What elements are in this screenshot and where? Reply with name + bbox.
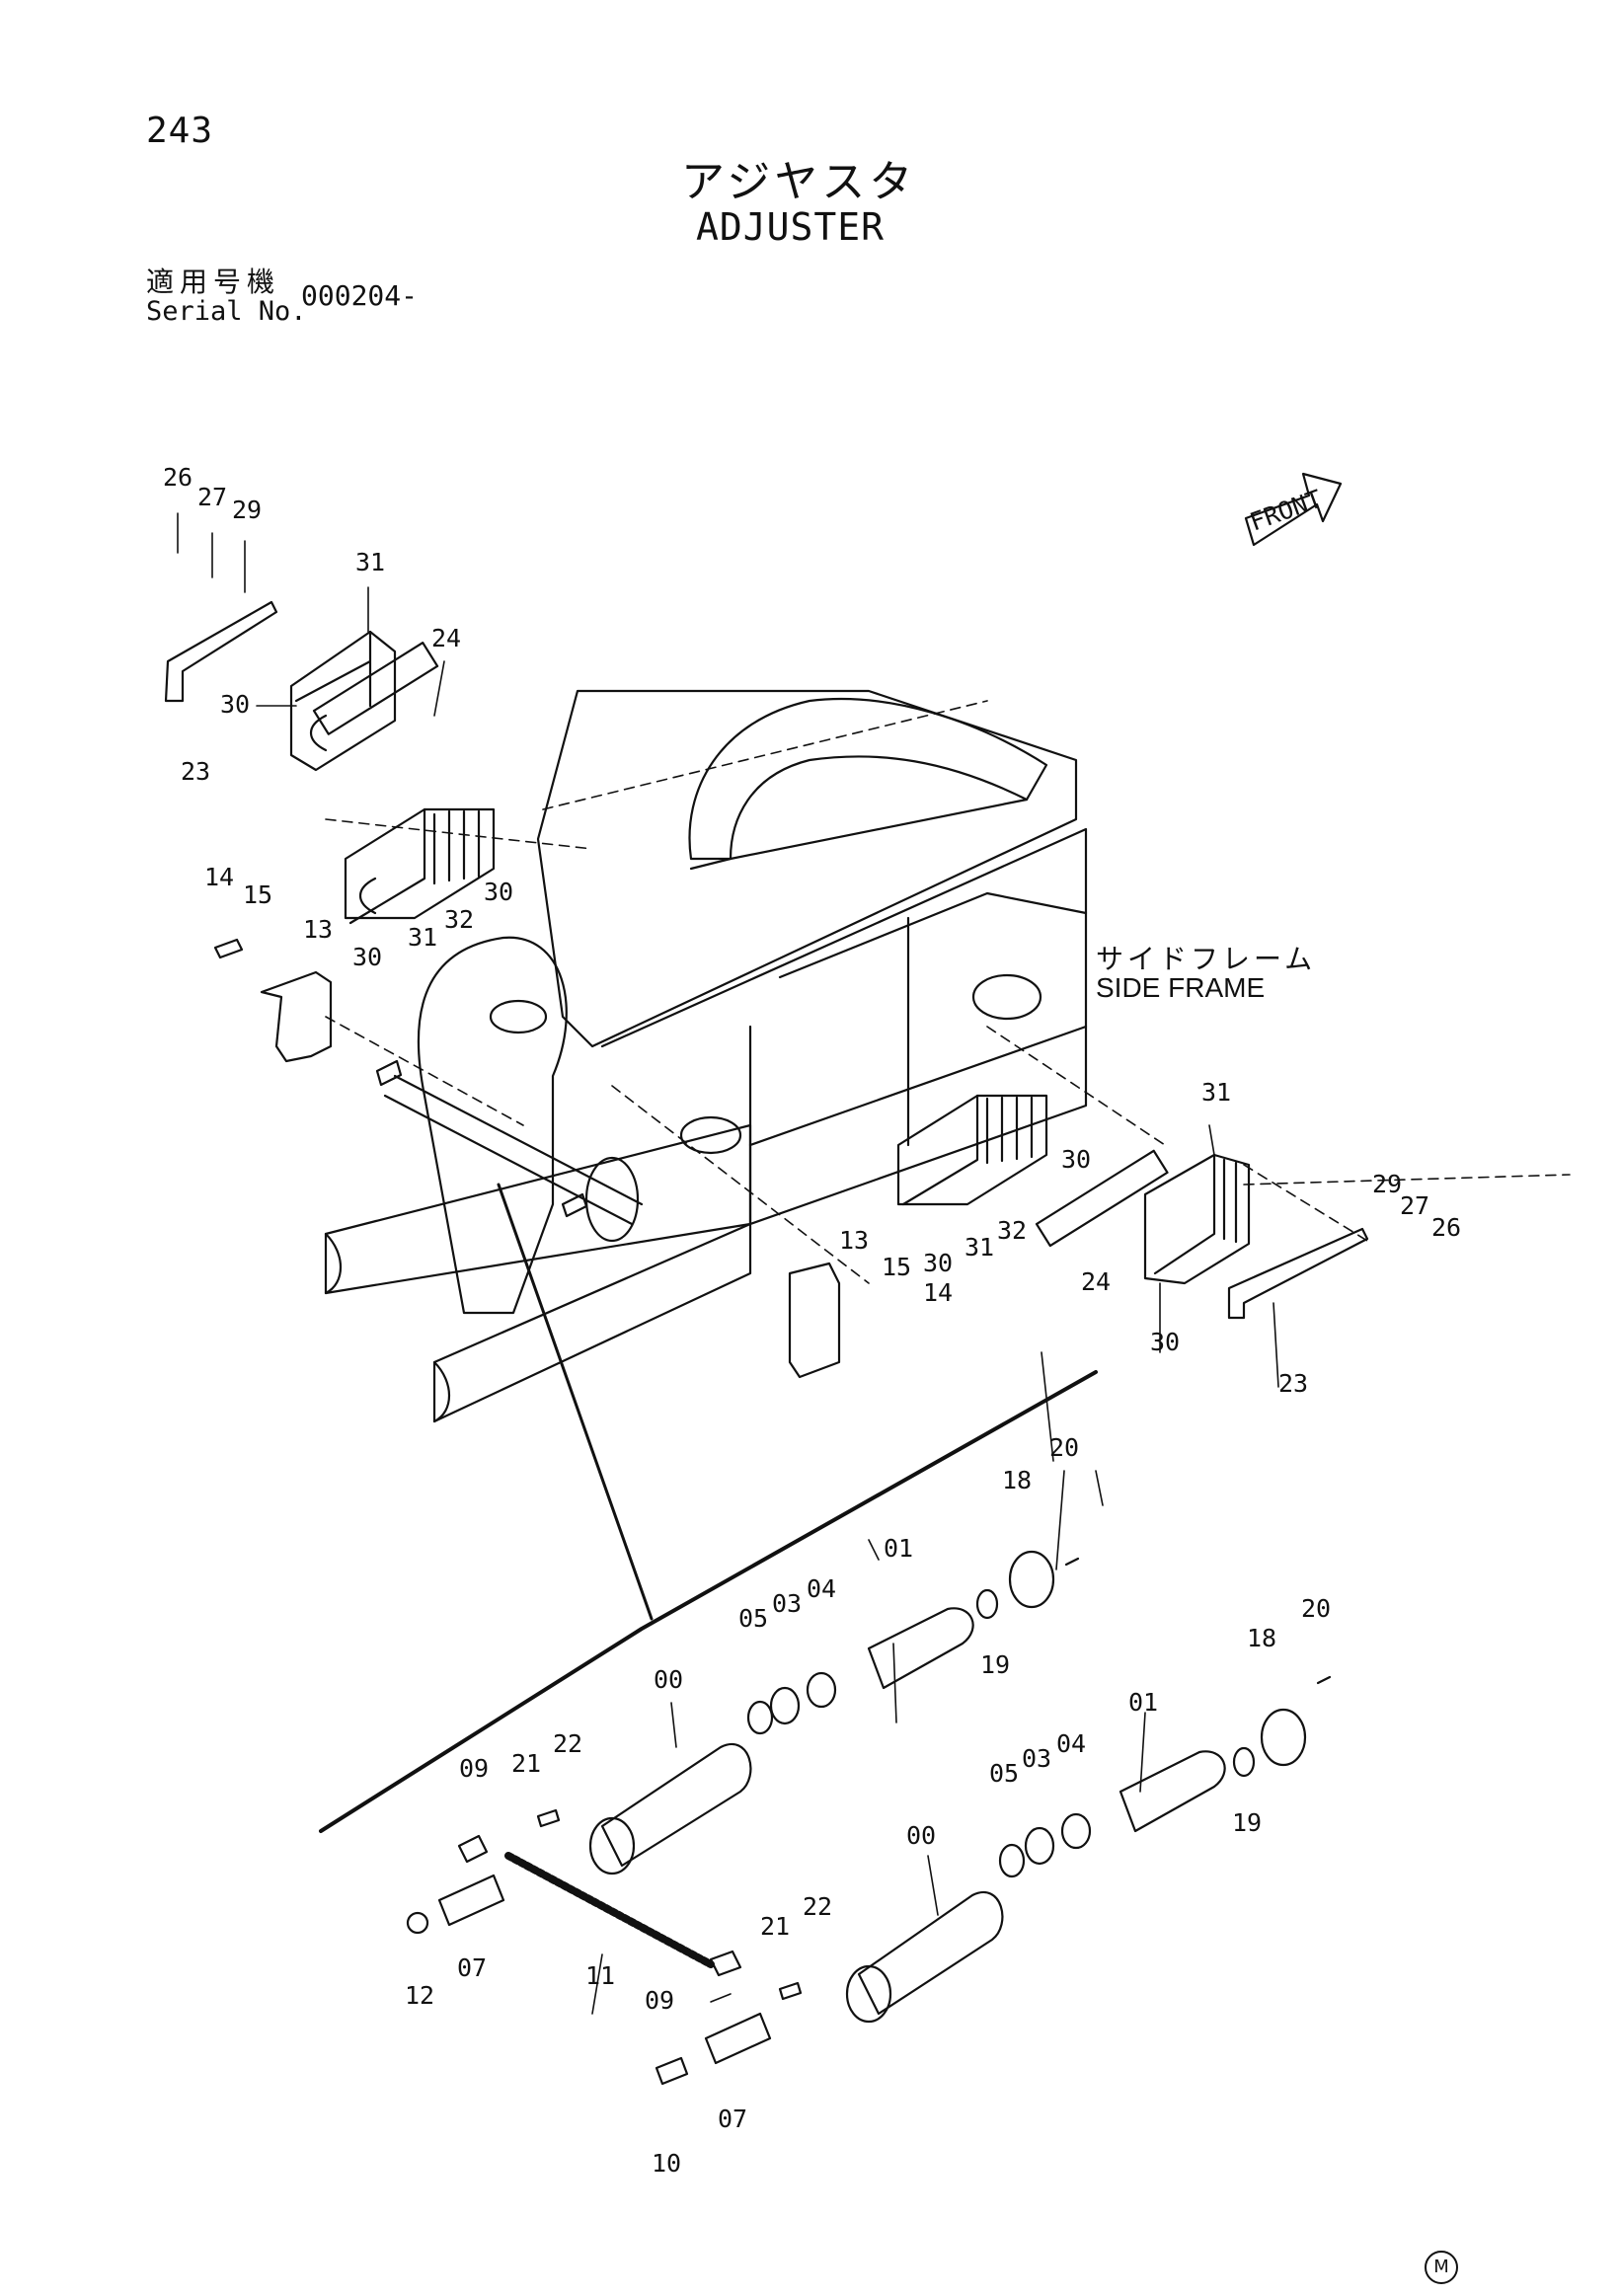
callout-01: 01 xyxy=(884,1534,913,1563)
callout-27: 27 xyxy=(197,483,227,511)
detail-leader-line xyxy=(497,1183,654,1621)
callout-23: 23 xyxy=(181,757,210,786)
callout-24: 24 xyxy=(431,624,461,652)
serial-label-english: Serial No. xyxy=(146,296,307,327)
side-frame-body xyxy=(324,689,1088,1423)
callout-07: 07 xyxy=(718,2105,747,2133)
callout-29: 29 xyxy=(1372,1170,1402,1198)
callout-30: 30 xyxy=(923,1249,953,1277)
grease-hose-assembly xyxy=(406,1808,803,2086)
callout-32: 32 xyxy=(997,1216,1027,1245)
callout-30: 30 xyxy=(484,878,513,906)
callout-30: 30 xyxy=(352,943,382,971)
callout-31: 31 xyxy=(1201,1078,1231,1107)
callout-18: 18 xyxy=(1002,1466,1032,1494)
callout-leaders xyxy=(177,512,1279,2015)
callout-21: 21 xyxy=(760,1912,790,1941)
cylinder-assembly-upper xyxy=(588,1550,1080,1875)
callout-07: 07 xyxy=(457,1953,487,1982)
callout-23: 23 xyxy=(1278,1369,1308,1398)
callout-15: 15 xyxy=(882,1253,911,1281)
callout-05: 05 xyxy=(738,1604,768,1633)
side-frame-label-japanese: サイドフレーム xyxy=(1096,943,1317,975)
left-bracket-13 xyxy=(213,938,333,1063)
callout-09: 09 xyxy=(459,1754,489,1783)
callout-13: 13 xyxy=(303,915,333,944)
title-english: ADJUSTER xyxy=(696,205,886,249)
serial-label-japanese: 適用号機 xyxy=(146,266,281,298)
callout-04: 04 xyxy=(1056,1729,1086,1758)
callout-31: 31 xyxy=(355,548,385,576)
callout-22: 22 xyxy=(553,1729,582,1758)
assembly-guide-lines xyxy=(325,700,1571,1284)
callout-01: 01 xyxy=(1128,1688,1158,1717)
callout-30: 30 xyxy=(1061,1145,1091,1174)
cylinder-assembly-lower xyxy=(845,1675,1332,2024)
callout-30: 30 xyxy=(220,690,250,719)
callout-12: 12 xyxy=(405,1981,434,2010)
adjuster-rod xyxy=(375,1059,644,1243)
callout-15: 15 xyxy=(243,880,272,909)
callout-03: 03 xyxy=(772,1589,802,1618)
callout-21: 21 xyxy=(511,1749,541,1778)
callout-22: 22 xyxy=(803,1892,832,1921)
callout-09: 09 xyxy=(645,1986,674,2015)
callout-13: 13 xyxy=(839,1226,869,1255)
callout-04: 04 xyxy=(807,1574,836,1603)
serial-number-value: 000204- xyxy=(301,279,419,312)
callout-24: 24 xyxy=(1081,1267,1111,1296)
callout-26: 26 xyxy=(163,463,193,492)
front-label: FRONT xyxy=(1246,485,1326,537)
callout-00: 00 xyxy=(906,1821,936,1850)
callout-03: 03 xyxy=(1022,1744,1051,1773)
page-number: 243 xyxy=(146,111,214,151)
callout-20: 20 xyxy=(1049,1433,1079,1462)
callout-26: 26 xyxy=(1431,1213,1461,1242)
upper-left-shim-pack xyxy=(289,630,496,925)
detail-boundary-line xyxy=(319,1370,1098,1833)
callout-20: 20 xyxy=(1301,1594,1331,1623)
callout-29: 29 xyxy=(232,496,262,524)
callout-27: 27 xyxy=(1400,1191,1429,1220)
maker-mark-icon: M xyxy=(1425,2251,1458,2284)
upper-left-bracket xyxy=(164,600,439,735)
side-frame-label-english: SIDE FRAME xyxy=(1096,972,1266,1003)
title-japanese: アジヤスタ xyxy=(681,157,917,207)
callout-18: 18 xyxy=(1247,1624,1276,1652)
callout-19: 19 xyxy=(980,1650,1010,1679)
callout-11: 11 xyxy=(585,1961,615,1990)
front-arrow-icon: FRONT xyxy=(1244,472,1343,547)
callout-31: 31 xyxy=(408,923,437,952)
callout-32: 32 xyxy=(444,905,474,934)
callout-10: 10 xyxy=(652,2149,681,2178)
callout-00: 00 xyxy=(654,1665,683,1694)
callout-14: 14 xyxy=(923,1278,953,1307)
callout-30: 30 xyxy=(1150,1328,1180,1356)
callout-numbers: 26 27 29 31 24 30 23 30 31 32 30 14 15 1… xyxy=(163,463,1461,2178)
callout-19: 19 xyxy=(1232,1808,1262,1837)
callout-31: 31 xyxy=(964,1233,994,1262)
callout-14: 14 xyxy=(204,863,234,891)
right-shim-packs xyxy=(788,1094,1369,1379)
callout-05: 05 xyxy=(989,1759,1019,1788)
